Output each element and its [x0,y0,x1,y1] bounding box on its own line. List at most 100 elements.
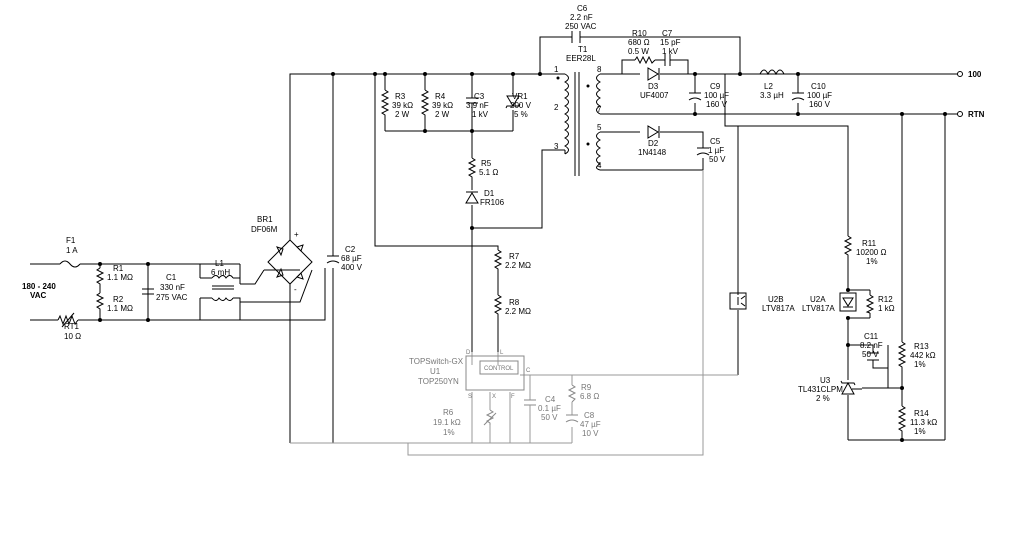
resistor-r10 [634,55,656,65]
shunt-regulator-u3 [840,380,862,395]
capacitor-c4 [524,399,536,406]
br1-value: DF06M [251,225,278,234]
c7-rating: 1 kV [662,47,679,56]
resistor-r2 [95,292,105,313]
c9-rating: 160 V [706,100,728,109]
resistor-r5 [467,157,477,180]
r10-rating: 0.5 W [628,47,649,56]
t1-pin-8: 8 [597,65,602,74]
c8-rating: 10 V [582,429,599,438]
c2-ref: C2 [345,245,356,254]
r2-ref: R2 [113,295,124,304]
output-pos-label: 100 [968,70,982,79]
d3-value: UF4007 [640,91,669,100]
output-terminal-rtn [957,111,963,117]
resistor-r13 [897,341,907,368]
resistor-r7 [493,249,503,273]
u2b-value: LTV817A [762,304,795,313]
r11-rating: 1% [866,257,878,266]
resistor-r8 [493,294,503,320]
resistor-r12 [865,294,875,314]
c8-ref: C8 [584,411,595,420]
rt1-ref: RT1 [64,322,80,331]
f1-ref: F1 [66,236,76,245]
u1-pin-s: S [468,394,472,400]
capacitor-c8 [565,414,579,423]
c7-ref: C7 [662,29,673,38]
r7-ref: R7 [509,252,520,261]
r3-ref: R3 [395,92,406,101]
t1-pin-4: 4 [597,161,602,170]
c3-ref: C3 [474,92,485,101]
c6-ref: C6 [577,4,588,13]
r1-ref: R1 [113,264,124,273]
c5-value: 1 µF [708,146,724,155]
u3-ref: U3 [820,376,831,385]
c1-ref: C1 [166,273,177,282]
r4-value: 39 kΩ [432,101,453,110]
junction-dots [98,72,947,442]
r7-value: 2.2 MΩ [505,261,531,270]
t1-ref: T1 [578,45,588,54]
l1-ref: L1 [215,259,224,268]
r11-ref: R11 [862,239,877,248]
capacitor-c9 [688,92,702,101]
c11-ref: C11 [864,332,879,341]
u1-ref: U1 [430,367,441,376]
transformer-t1 [556,72,602,176]
capacitor-c11 [867,352,879,361]
r12-value: 1 kΩ [878,304,895,313]
d1-value: FR106 [480,198,505,207]
r9-value: 6.8 Ω [580,392,599,401]
c4-rating: 50 V [541,413,558,422]
u1-pin-c: C [526,368,531,374]
r4-ref: R4 [435,92,446,101]
c3-rating: 1 kV [472,110,489,119]
t1-pin-5: 5 [597,123,602,132]
resistor-r9 [567,384,577,403]
r14-rating: 1% [914,427,926,436]
l1-value: 6 mH [211,268,230,277]
r14-ref: R14 [914,409,929,418]
vr1-rating: 5 % [514,110,528,119]
c7-value: 15 pF [660,38,681,47]
u2b-ref: U2B [768,295,784,304]
d2-value: 1N4148 [638,148,667,157]
resistor-r11 [843,235,853,262]
u1-control-label: CONTROL [484,366,514,372]
r11-value: 10200 Ω [856,248,886,257]
r13-value: 442 kΩ [910,351,936,360]
r2-value: 1.1 MΩ [107,304,133,313]
rt1-value: 10 Ω [64,332,81,341]
r6-value: 19.1 kΩ [433,418,461,427]
c2-rating: 400 V [341,263,363,272]
c10-ref: C10 [811,82,826,91]
r12-ref: R12 [878,295,893,304]
r6-ref: R6 [443,408,454,417]
r8-ref: R8 [509,298,520,307]
input-voltage-label: 180 - 240 [22,282,56,291]
r4-rating: 2 W [435,110,450,119]
t1-pin-1: 1 [554,65,559,74]
u1-pin-f: F [511,394,515,400]
c4-ref: C4 [545,395,556,404]
l2-ref: L2 [764,82,773,91]
t1-pin-7: 7 [597,105,602,114]
diode-d3 [647,67,660,81]
c11-value: 8.2 nF [860,341,883,350]
c6-value: 2.2 nF [570,13,593,22]
c1-rating: 275 VAC [156,293,188,302]
br1-plus: + [294,230,299,239]
resistor-r14 [897,405,907,432]
c5-rating: 50 V [709,155,726,164]
r1-value: 1.1 MΩ [107,273,133,282]
r10-ref: R10 [632,29,647,38]
resistor-r6 [485,409,495,425]
r3-value: 39 kΩ [392,101,413,110]
f1-value: 1 A [66,246,78,255]
c2-value: 68 µF [341,254,362,263]
r14-value: 11.3 kΩ [910,418,937,427]
capacitor-c10 [791,92,805,101]
resistor-r3 [380,89,390,120]
